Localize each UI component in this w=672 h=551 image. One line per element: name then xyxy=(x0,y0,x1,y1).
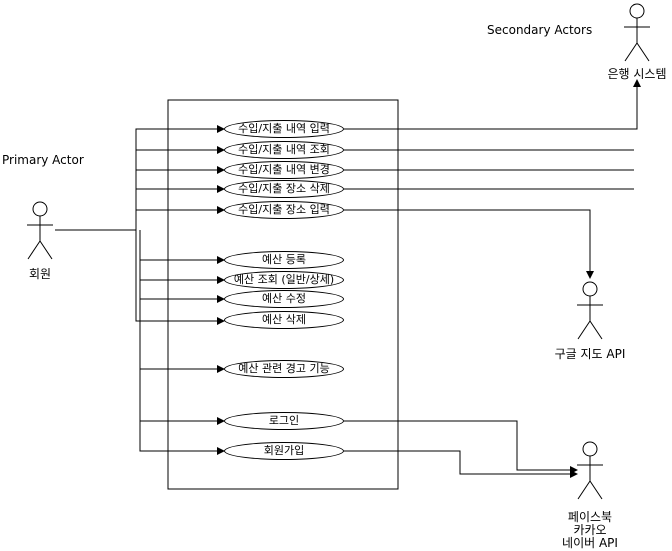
use-case-income-expense-edit: 수입/지출 내역 변경 xyxy=(224,161,344,179)
bank-actor-figure xyxy=(624,3,650,62)
use-case-place-input: 수입/지출 장소 입력 xyxy=(224,201,344,219)
use-case-budget-delete: 예산 삭제 xyxy=(224,311,344,329)
social-actor-name-1: 페이스북 xyxy=(567,510,613,524)
use-case-income-expense-view: 수입/지출 내역 조회 xyxy=(224,141,344,159)
bank-actor-name: 은행 시스템 xyxy=(607,67,667,81)
use-case-place-delete: 수입/지출 장소 삭제 xyxy=(224,180,344,198)
social-actor-name-2: 카카오 xyxy=(573,523,607,537)
system-boundary xyxy=(167,99,399,490)
secondary-actors-label: Secondary Actors xyxy=(487,23,593,37)
use-case-income-expense-input: 수입/지출 내역 입력 xyxy=(224,120,344,138)
use-case-budget-edit: 예산 수정 xyxy=(224,290,344,308)
primary-actor-label: Primary Actor xyxy=(2,153,84,167)
social-actor-figure xyxy=(577,441,603,500)
secondary-connectors xyxy=(344,79,641,478)
social-actor-name-3: 네이버 API xyxy=(562,536,618,550)
member-actor-name: 회원 xyxy=(28,267,52,281)
google-actor-name: 구글 지도 API xyxy=(554,347,626,361)
use-case-budget-register: 예산 등록 xyxy=(224,251,344,269)
google-actor-figure xyxy=(577,281,603,340)
use-case-budget-view: 예산 조회 (일반/상세) xyxy=(224,271,344,289)
member-actor-figure xyxy=(27,201,53,260)
use-case-signup: 회원가입 xyxy=(224,442,344,460)
use-case-login: 로그인 xyxy=(224,412,344,430)
use-case-budget-warning: 예산 관련 경고 기능 xyxy=(224,360,344,378)
primary-connectors xyxy=(55,125,225,455)
